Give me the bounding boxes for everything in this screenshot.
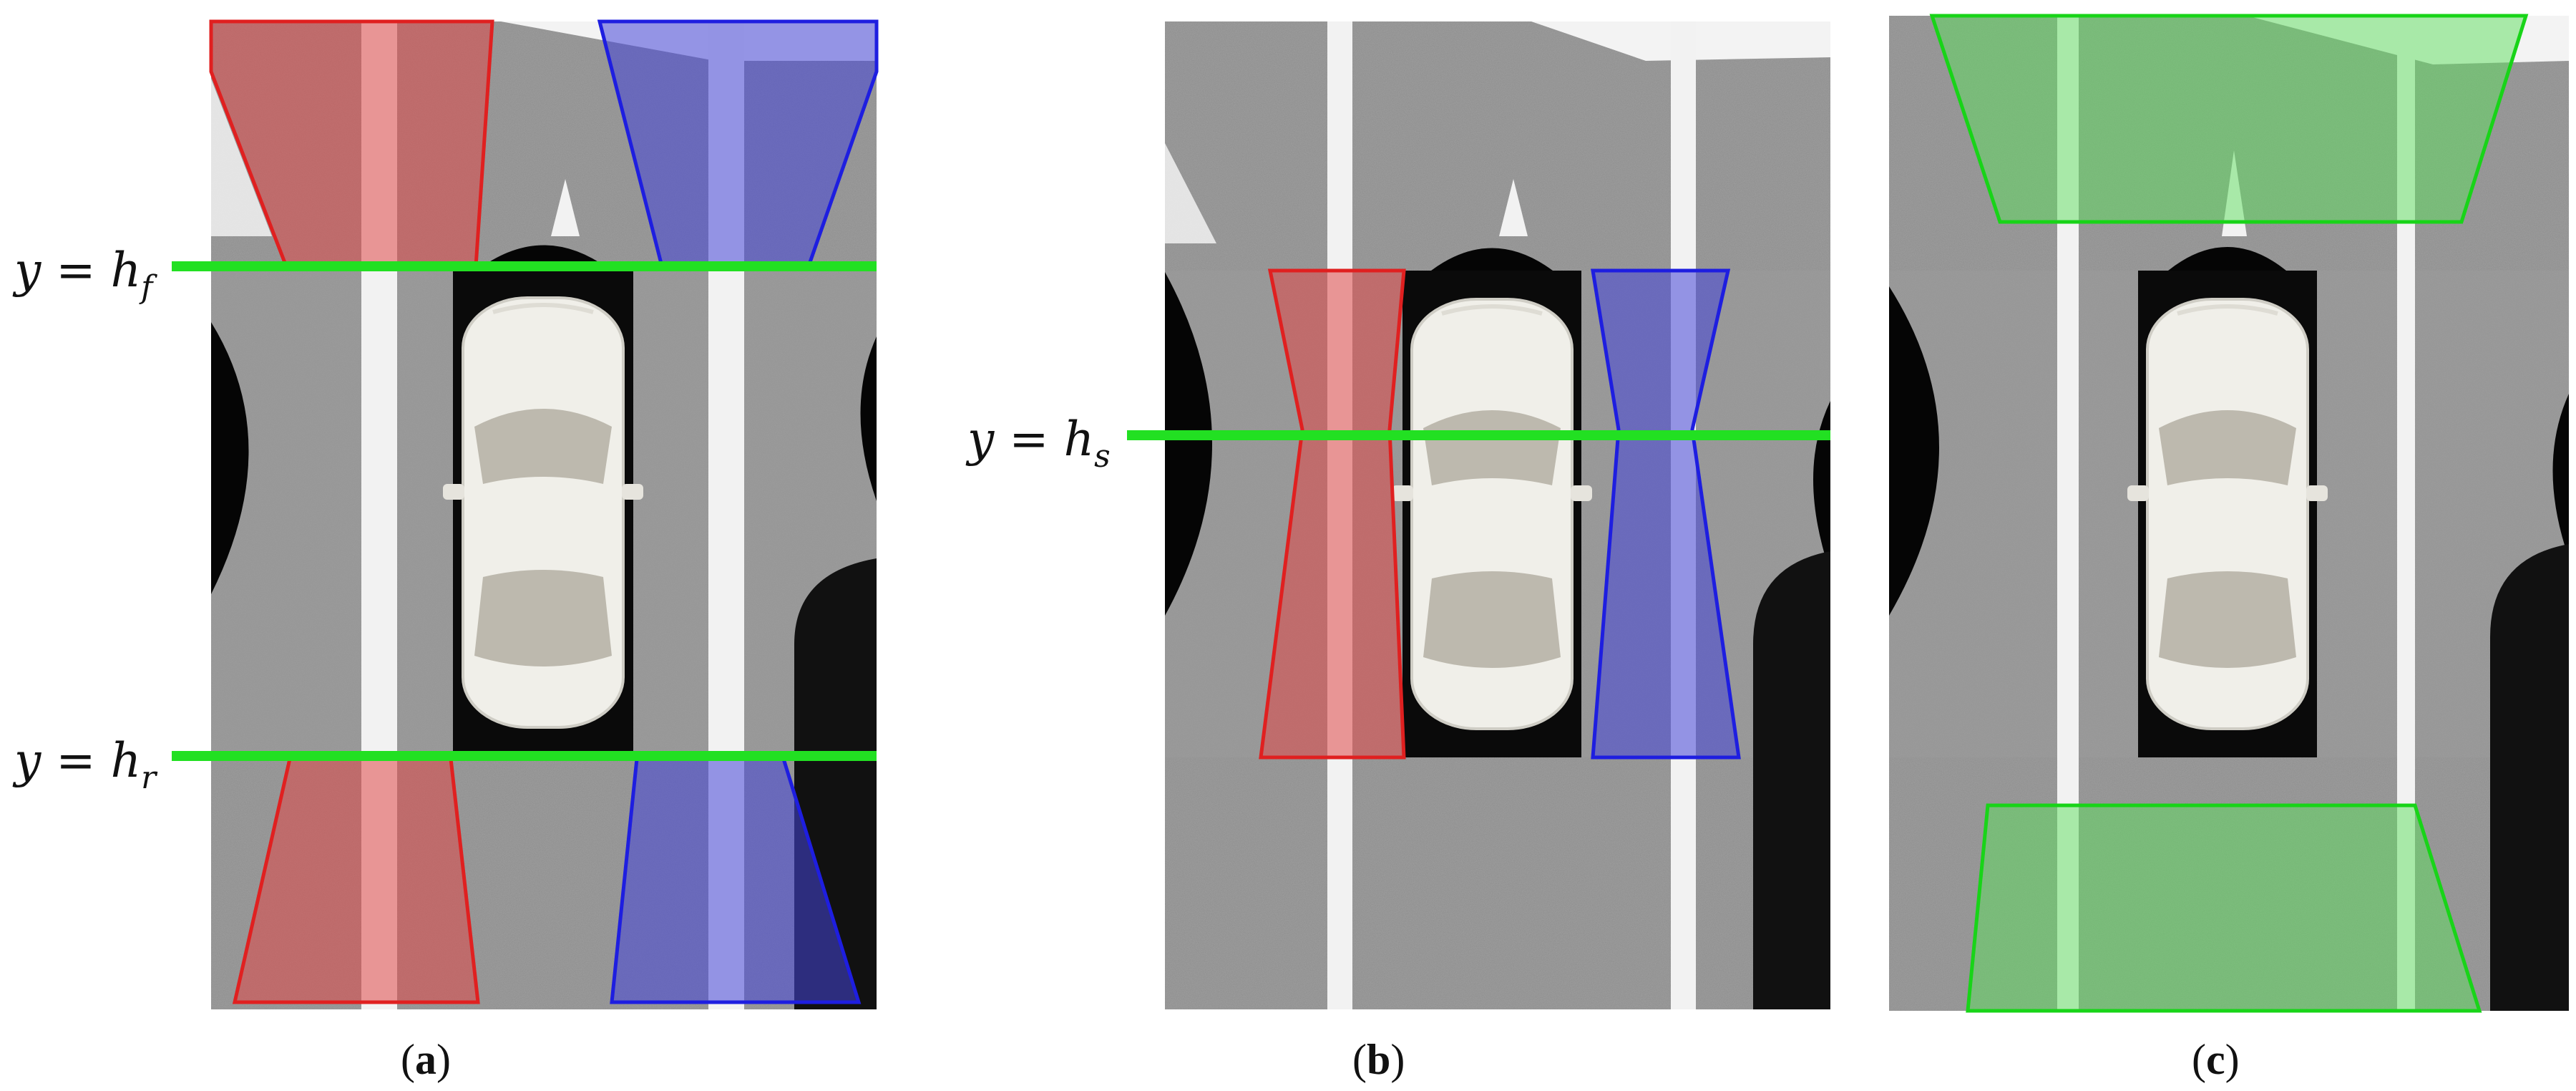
panel-a-rear-line-label: y = hr [12, 733, 158, 796]
panel-b-birdseye-view [1165, 21, 1830, 1009]
panel-a-caption: (a) [401, 1036, 451, 1083]
panel-a: y = hf y = hr (a) [12, 19, 879, 1083]
panel-b: y = hs (b) [965, 21, 1830, 1083]
panel-b-left-side-region [1259, 268, 1406, 760]
panel-b-side-line-label: y = hs [965, 412, 1111, 475]
panel-a-ego-car [443, 298, 643, 727]
panel-c-front-region [1929, 14, 2529, 224]
panel-a-front-line-label: y = hf [12, 243, 157, 306]
panel-b-ego-car [1392, 299, 1592, 729]
panel-c-caption: (c) [2192, 1036, 2240, 1083]
panel-c-ego-car [2127, 299, 2328, 729]
panel-c: (c) [1889, 14, 2569, 1083]
panel-c-rear-region [1966, 803, 2482, 1013]
panel-b-caption: (b) [1352, 1036, 1405, 1083]
panel-a-front-right-region [597, 19, 879, 268]
panel-b-right-side-region [1591, 268, 1741, 760]
